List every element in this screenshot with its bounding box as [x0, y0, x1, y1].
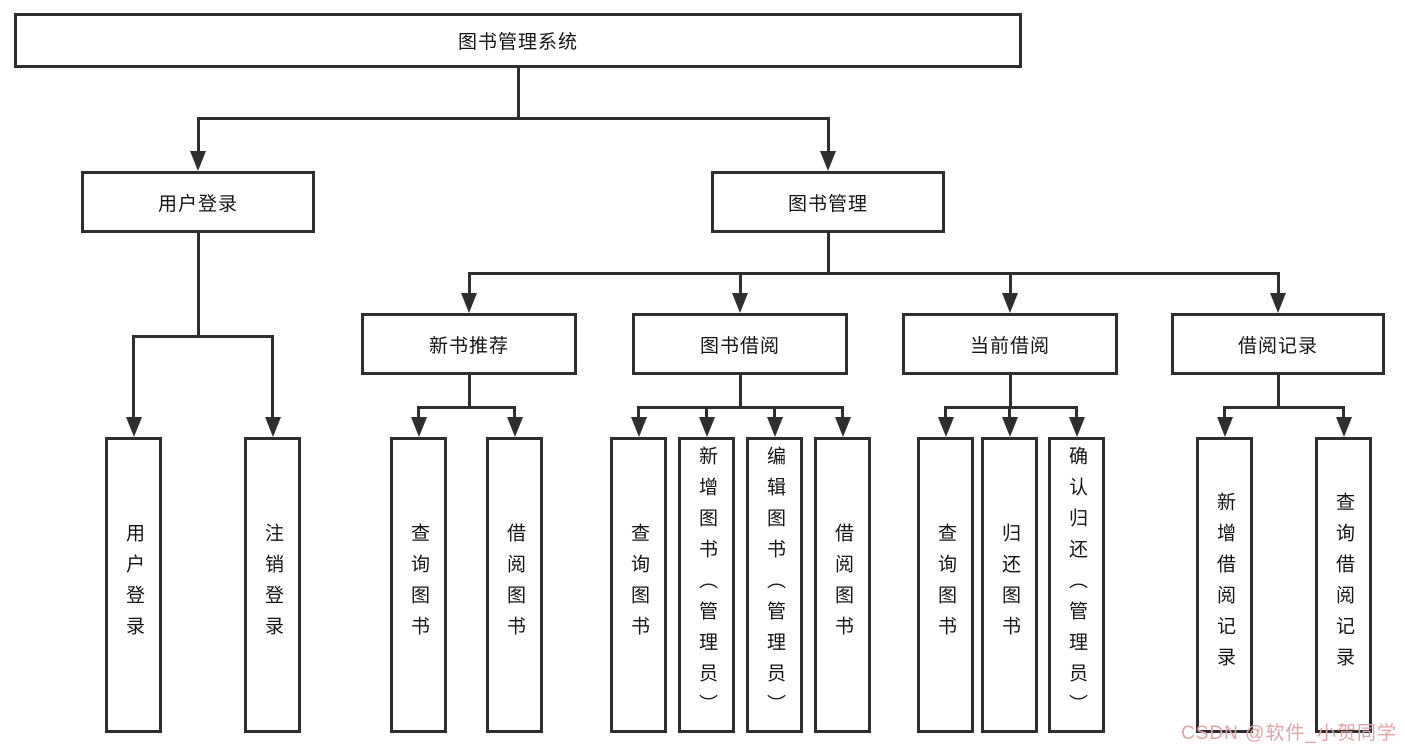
connector-drop-bb-borrow — [841, 406, 844, 425]
arrowhead-down-icon-logout — [264, 417, 281, 437]
connector-stem-current-borrow — [1008, 375, 1012, 409]
node-login: 用户登录 — [105, 437, 162, 733]
arrowhead-down-icon-cb-confirm — [1068, 417, 1085, 437]
connector-drop-login — [132, 335, 135, 425]
connector-rail-current-borrow — [944, 406, 1078, 409]
node-br-query: 查询借阅记录 — [1315, 437, 1372, 733]
node-bb-edit: 编辑图书（管理员） — [746, 437, 803, 733]
connector-drop-book-mgmt — [826, 117, 830, 159]
node-borrow-record: 借阅记录 — [1171, 313, 1385, 375]
arrowhead-down-icon-book-mgmt — [820, 151, 836, 171]
connector-drop-cb-query — [944, 406, 947, 425]
connector-rail-new-book-rec — [417, 406, 516, 409]
connector-rail-user-login — [132, 335, 274, 338]
node-nb-query: 查询图书 — [390, 437, 447, 733]
node-bb-add: 新增图书（管理员） — [678, 437, 735, 733]
connector-drop-cb-return — [1008, 406, 1011, 425]
node-cb-confirm: 确认归还（管理员） — [1048, 437, 1105, 733]
arrowhead-down-icon-current-borrow — [1002, 293, 1018, 313]
connector-drop-user-login — [196, 117, 200, 159]
arrowhead-down-icon-cb-return — [1001, 417, 1018, 437]
node-logout: 注销登录 — [244, 437, 301, 733]
node-cb-query: 查询图书 — [917, 437, 974, 733]
arrowhead-down-icon-br-add — [1216, 417, 1233, 437]
arrowhead-down-icon-cb-query — [937, 417, 954, 437]
connector-rail-book-borrow — [637, 406, 844, 409]
arrowhead-down-icon-nb-borrow — [506, 417, 523, 437]
node-bb-borrow: 借阅图书 — [814, 437, 871, 733]
connector-drop-bb-query — [637, 406, 640, 425]
node-bb-query: 查询图书 — [610, 437, 667, 733]
connector-rail-system — [196, 117, 830, 120]
connector-stem-system — [516, 68, 520, 120]
arrowhead-down-icon-new-book-rec — [461, 293, 477, 313]
connector-drop-bb-edit — [773, 406, 776, 425]
connector-drop-new-book-rec — [467, 272, 471, 301]
arrowhead-down-icon-bb-borrow — [834, 417, 851, 437]
node-system: 图书管理系统 — [14, 13, 1022, 68]
arrowhead-down-icon-nb-query — [410, 417, 427, 437]
arrowhead-down-icon-br-query — [1335, 417, 1352, 437]
node-user-login: 用户登录 — [81, 171, 315, 233]
node-current-borrow: 当前借阅 — [902, 313, 1118, 375]
connector-drop-br-query — [1342, 406, 1345, 425]
connector-drop-borrow-record — [1276, 272, 1280, 301]
watermark: CSDN @软件_小贺同学 — [1181, 723, 1397, 744]
connector-drop-logout — [271, 335, 274, 425]
arrowhead-down-icon-user-login — [190, 151, 206, 171]
node-br-add: 新增借阅记录 — [1196, 437, 1253, 733]
connector-drop-bb-add — [705, 406, 708, 425]
node-new-book-rec: 新书推荐 — [361, 313, 577, 375]
connector-rail-borrow-record — [1223, 406, 1345, 409]
arrowhead-down-icon-bb-query — [630, 417, 647, 437]
node-book-mgmt: 图书管理 — [711, 171, 945, 233]
connector-rail-book-mgmt — [467, 272, 1280, 275]
node-nb-borrow: 借阅图书 — [486, 437, 543, 733]
node-book-borrow: 图书借阅 — [632, 313, 848, 375]
connector-drop-br-add — [1223, 406, 1226, 425]
connector-stem-new-book-rec — [467, 375, 471, 409]
connector-drop-book-borrow — [738, 272, 742, 301]
arrowhead-down-icon-borrow-record — [1270, 293, 1286, 313]
node-cb-return: 归还图书 — [981, 437, 1038, 733]
arrowhead-down-icon-bb-add — [698, 417, 715, 437]
connector-stem-borrow-record — [1276, 375, 1280, 409]
connector-drop-nb-borrow — [513, 406, 516, 425]
arrowhead-down-icon-login — [125, 417, 142, 437]
connector-stem-book-borrow — [738, 375, 742, 409]
connector-stem-user-login — [196, 233, 200, 338]
connector-drop-cb-confirm — [1075, 406, 1078, 425]
arrowhead-down-icon-bb-edit — [766, 417, 783, 437]
connector-drop-current-borrow — [1008, 272, 1012, 301]
arrowhead-down-icon-book-borrow — [732, 293, 748, 313]
connector-drop-nb-query — [417, 406, 420, 425]
connector-stem-book-mgmt — [826, 233, 830, 275]
